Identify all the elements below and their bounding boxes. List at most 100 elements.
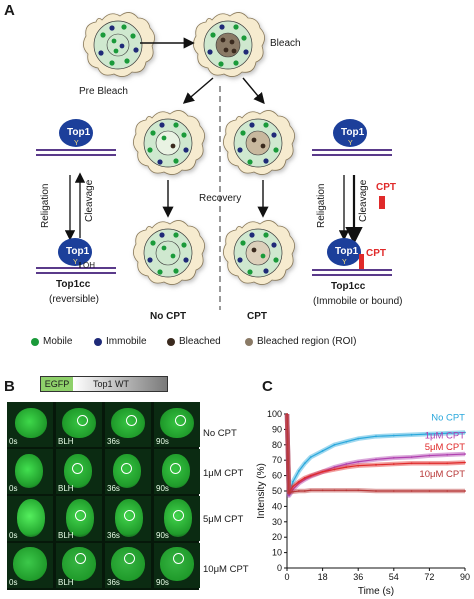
legend-label-3: 10μM CPT — [419, 469, 465, 480]
series-point — [392, 434, 395, 437]
micrograph-1um-90s: 90s — [154, 449, 200, 494]
series-point — [303, 490, 306, 492]
left-y-label: Y — [74, 140, 79, 147]
row-label-10um: 10μM CPT — [203, 564, 249, 575]
left-top1cc-top1-label: Top1 — [66, 246, 90, 257]
legend-mobile: Mobile — [43, 336, 73, 347]
y-tick-label: 40 — [272, 501, 282, 511]
series-point — [357, 489, 360, 492]
series-point — [292, 488, 294, 491]
micrograph-5um-90s: 90s — [154, 496, 200, 541]
label-no-cpt: No CPT — [150, 311, 187, 322]
series-point — [410, 462, 413, 465]
series-point — [464, 453, 466, 455]
series-point — [345, 440, 348, 443]
series-line-1 — [286, 413, 466, 497]
row-label-5um: 5μM CPT — [203, 514, 244, 525]
micrograph-5um-36s: 36s — [105, 496, 151, 541]
micrograph-5um-0s: 0s — [7, 496, 53, 541]
legend-bleached: Bleached — [179, 336, 221, 347]
left-caption: (reversible) — [49, 294, 100, 305]
series-point — [428, 433, 431, 435]
legend-label-0: No CPT — [431, 413, 465, 424]
legend-immobile: Immobile — [106, 336, 147, 347]
series-point — [428, 462, 431, 465]
series-point — [410, 456, 413, 459]
series-point — [297, 470, 300, 472]
series-point — [464, 490, 466, 492]
x-tick-label: 36 — [353, 572, 363, 582]
row-label-no-cpt: No CPT — [203, 428, 237, 439]
series-point — [428, 490, 431, 492]
micrograph-10um-36s: 36s — [105, 543, 151, 588]
x-tick-label: 90 — [460, 572, 470, 582]
left-top1-label: Top1 — [67, 127, 91, 138]
micrograph-1um-0s: 0s — [7, 449, 53, 494]
y-tick-label: 90 — [272, 424, 282, 434]
micrograph-10um-0s: 0s — [7, 543, 53, 588]
series-point — [345, 489, 348, 492]
series-point — [309, 456, 312, 459]
series-point — [375, 435, 377, 438]
series-point — [303, 462, 306, 465]
construct-bar: EGFP Top1 WT — [40, 376, 168, 392]
label-recovery: Recovery — [199, 193, 242, 204]
micrograph-5um-blh: BLH — [56, 496, 102, 541]
right-top1cc-label: Top1cc — [331, 281, 366, 292]
left-top1cc-label: Top1cc — [56, 279, 91, 290]
series-point — [375, 463, 377, 466]
series-point — [297, 480, 300, 483]
right-scheme-graphics — [312, 119, 392, 276]
series-point — [309, 474, 312, 477]
micrograph-grid: 0s BLH 36s 90s 0s BLH 36s 90s 0s BLH 36s… — [7, 402, 200, 590]
label-cpt: CPT — [247, 311, 267, 322]
series-line-0 — [286, 413, 466, 495]
molecule-dots — [98, 24, 279, 275]
y-axis-label: Intensity (%) — [256, 463, 267, 519]
left-cleavage-label: Cleavage — [84, 179, 95, 222]
series-point — [357, 464, 360, 467]
left-oh-label: OH — [83, 261, 95, 270]
series-point — [345, 463, 348, 465]
x-tick-label: 18 — [318, 572, 328, 582]
right-top1cc-top1-label: Top1 — [335, 246, 359, 257]
series-point — [357, 437, 360, 440]
y-tick-label: 100 — [267, 409, 282, 419]
flow-arrows — [140, 37, 269, 218]
series-point — [321, 450, 324, 452]
y-tick-label: 60 — [272, 471, 282, 481]
series-point — [288, 494, 290, 497]
y-tick-label: 30 — [272, 517, 282, 527]
left-scheme-graphics — [36, 119, 116, 274]
series-point — [392, 456, 395, 459]
series-point — [321, 470, 324, 473]
series-point — [345, 466, 348, 469]
right-cpt-bound-label: CPT — [366, 248, 386, 259]
x-axis-label: Time (s) — [358, 586, 394, 597]
label-bleach: Bleach — [270, 38, 301, 49]
legend-label-1: 1μM CPT — [425, 431, 466, 442]
micrograph-nocpt-blh: BLH — [56, 402, 102, 447]
left-cc-y-label: Y — [73, 259, 78, 266]
series-point — [333, 468, 336, 471]
series-point — [410, 433, 413, 436]
series-point — [309, 489, 312, 492]
right-cleavage-label: Cleavage — [358, 179, 369, 222]
series-point — [357, 460, 360, 463]
series-line-2 — [286, 413, 466, 494]
series-point — [303, 478, 306, 481]
series-point — [446, 490, 449, 492]
series-point — [288, 491, 290, 494]
right-cpt-drug-label: CPT — [376, 182, 396, 193]
series-point — [333, 466, 336, 469]
egfp-tag: EGFP — [41, 377, 73, 391]
right-y-label: Y — [348, 140, 353, 147]
row-label-1um: 1μM CPT — [203, 468, 244, 479]
series-point — [446, 432, 449, 435]
series-point — [297, 490, 300, 492]
series-point — [292, 485, 294, 488]
series-point — [333, 489, 336, 492]
right-caption: (Immobile or bound) — [313, 296, 403, 307]
x-tick-label: 72 — [424, 572, 434, 582]
series-point — [446, 462, 449, 465]
